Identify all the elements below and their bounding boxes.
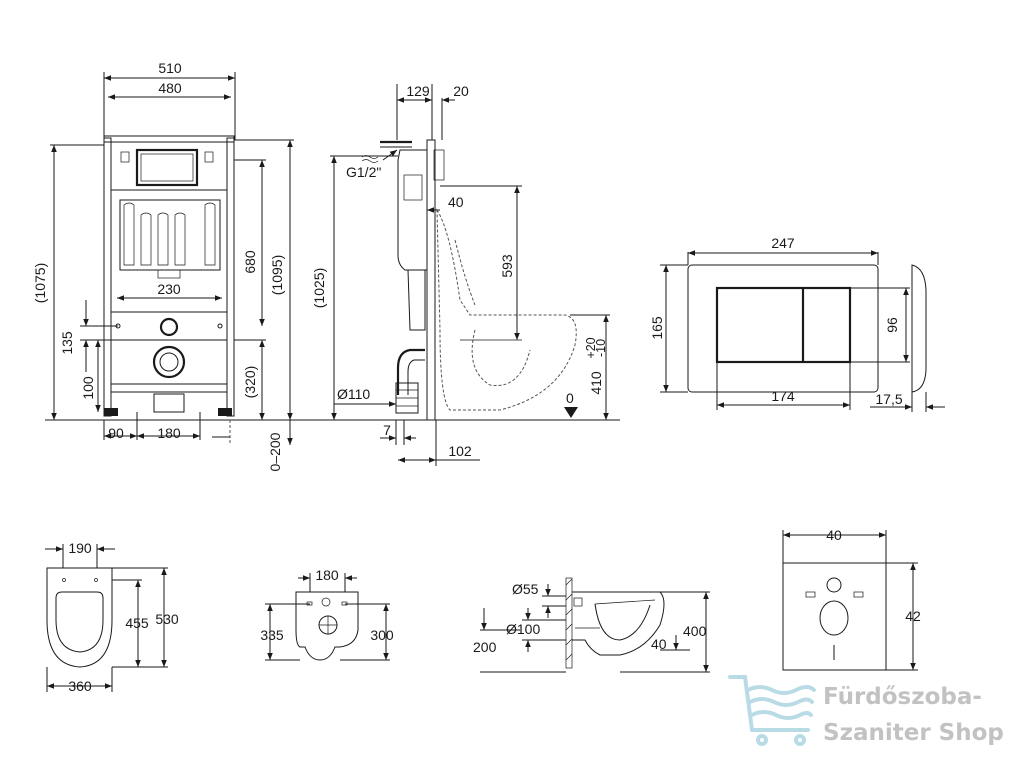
bowl-rear-view: 180 335 300 [260, 567, 394, 661]
dim-plate-42: 42 [905, 608, 921, 624]
dim-7: 7 [383, 422, 391, 438]
dim-height-1025: (1025) [311, 268, 327, 308]
frame-side-view: 129 20 G1/2" 40 (1025) [311, 83, 610, 466]
bowl-top-view: 190 455 530 360 [45, 540, 179, 694]
dim-102: 102 [448, 443, 472, 459]
logo-line-1: Fürdőszoba- [823, 684, 982, 710]
dim-180: 180 [157, 425, 181, 441]
dim-drain-height-200: 200 [473, 639, 497, 655]
dim-button-width-174: 174 [771, 388, 795, 404]
logo-line-2: Szaniter Shop [823, 720, 1004, 746]
dim-135: 135 [59, 331, 75, 355]
dim-plate-depth-17-5: 17,5 [875, 391, 902, 407]
dim-plate-40: 40 [826, 527, 842, 543]
outlet-diameter-100: Ø100 [506, 621, 540, 637]
dim-frame-width-510: 510 [158, 60, 182, 76]
dim-100: 100 [80, 376, 96, 400]
bath-icon [728, 675, 816, 746]
flush-plate-view: 247 165 96 174 17,5 [649, 235, 945, 412]
inlet-diameter-55: Ø55 [512, 581, 539, 597]
floor-zero-label: 0 [566, 390, 574, 406]
tolerance-minus: -10 [594, 339, 608, 357]
dim-depth-20: 20 [453, 83, 469, 99]
dim-rear-180: 180 [315, 567, 339, 583]
dim-bowl-455: 455 [125, 615, 149, 631]
dim-rear-300: 300 [370, 627, 394, 643]
shop-logo: Fürdőszoba- Szaniter Shop [728, 675, 1004, 746]
dim-bowl-height-400: 400 [683, 623, 707, 639]
dim-side-40: 40 [651, 636, 667, 652]
dim-bowl-top-190: 190 [68, 540, 92, 556]
dim-plate-width-247: 247 [771, 235, 795, 251]
dim-rear-335: 335 [260, 627, 284, 643]
tolerance-plus: +20 [584, 337, 598, 358]
frame-front-view: 510 480 230 [32, 60, 620, 471]
dim-40-side: 40 [448, 194, 464, 210]
dim-680: 680 [242, 250, 258, 274]
dim-plate-height-165: 165 [649, 316, 665, 340]
dim-593: 593 [499, 254, 515, 278]
bowl-side-view: Ø55 Ø100 200 400 40 [473, 577, 710, 673]
dim-bolt-spacing-230: 230 [157, 281, 181, 297]
dim-adjust-0-200: 0–200 [267, 432, 283, 471]
dim-320: (320) [242, 366, 258, 399]
dim-depth-129: 129 [406, 83, 430, 99]
mounting-plate-view: 40 42 [782, 527, 921, 671]
dim-bowl-530: 530 [155, 611, 179, 627]
dim-button-height-96: 96 [884, 317, 900, 333]
dim-height-1095: (1095) [269, 255, 285, 295]
dim-height-1075: (1075) [32, 263, 48, 303]
dim-bowl-width-360: 360 [68, 678, 92, 694]
dim-frame-width-480: 480 [158, 80, 182, 96]
inlet-g12: G1/2" [346, 164, 381, 180]
drain-diameter-110: Ø110 [337, 386, 370, 402]
dim-90: 90 [108, 425, 124, 441]
dim-seat-height-410: 410 [588, 371, 604, 395]
